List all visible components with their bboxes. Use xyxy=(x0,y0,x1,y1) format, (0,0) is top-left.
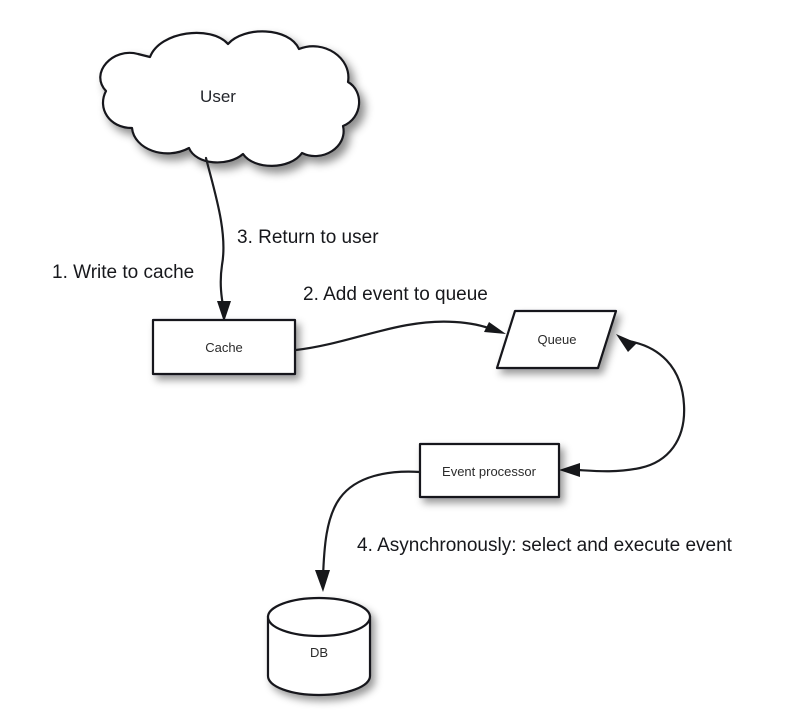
edge-cache-to-queue[interactable] xyxy=(294,320,506,352)
db-label: DB xyxy=(310,645,328,660)
arrowhead-into-queue-loop xyxy=(616,334,637,352)
edge-event-processor-to-db[interactable] xyxy=(315,470,422,592)
db-body xyxy=(266,615,372,697)
arrowhead-into-event-processor xyxy=(559,463,580,477)
edge-label-step2: 2. Add event to queue xyxy=(303,284,488,305)
event-processor-label: Event processor xyxy=(442,464,537,479)
edge-cache-to-queue-line xyxy=(294,320,496,352)
cache-shape xyxy=(151,318,297,376)
cache-label: Cache xyxy=(205,340,243,355)
edge-label-step1: 1. Write to cache xyxy=(52,262,194,283)
arrowhead-into-cache xyxy=(217,301,231,322)
edge-loop-line xyxy=(576,339,686,473)
node-event-processor[interactable]: Event processor xyxy=(418,442,561,499)
node-db[interactable]: DB xyxy=(266,596,372,697)
edge-queue-event-processor-loop[interactable] xyxy=(559,334,686,477)
queue-shape xyxy=(495,309,618,370)
node-queue[interactable]: Queue xyxy=(495,309,618,370)
edge-user-to-cache[interactable] xyxy=(204,156,231,322)
edge-label-step3: 3. Return to user xyxy=(237,227,379,248)
arrowhead-into-queue xyxy=(484,322,506,334)
edge-user-to-cache-line xyxy=(204,156,226,314)
cloud-label: User xyxy=(200,87,236,106)
node-cache[interactable]: Cache xyxy=(151,318,297,376)
edge-label-step4: 4. Asynchronously: select and execute ev… xyxy=(357,535,733,556)
arrowhead-into-db xyxy=(315,570,330,592)
edge-event-processor-to-db-line xyxy=(321,470,422,580)
node-user[interactable]: User xyxy=(99,30,361,167)
queue-label: Queue xyxy=(537,332,576,347)
cloud-shape xyxy=(99,30,361,167)
event-processor-shape xyxy=(418,442,561,499)
db-top xyxy=(266,596,372,638)
